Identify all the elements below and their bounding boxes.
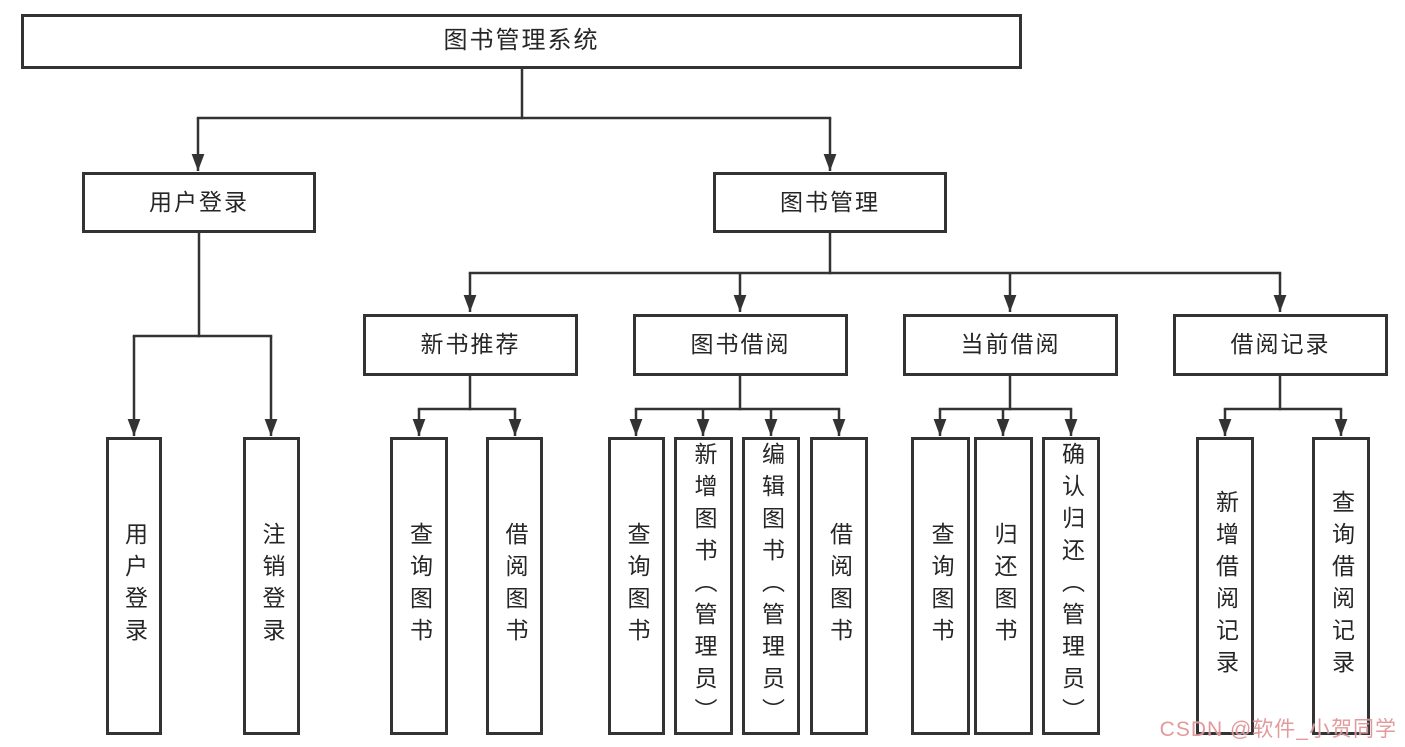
node-book-management: 图书管理 xyxy=(713,172,947,233)
node-borrow-record: 借阅记录 xyxy=(1173,314,1388,376)
leaf-query-borrow-record: 查询借阅记录 xyxy=(1312,437,1370,735)
leaf-logout: 注销登录 xyxy=(243,437,300,735)
node-library-management-system: 图书管理系统 xyxy=(21,14,1022,69)
leaf-query-books-recommend: 查询图书 xyxy=(390,437,448,735)
node-user-login: 用户登录 xyxy=(82,172,316,233)
leaf-edit-book-admin: 编辑图书（管理员） xyxy=(742,437,800,735)
node-current-borrow: 当前借阅 xyxy=(903,314,1118,376)
csdn-watermark: CSDN @软件_小贺同学 xyxy=(1159,718,1397,741)
leaf-add-book-admin: 新增图书（管理员） xyxy=(674,437,733,735)
node-new-book-recommend: 新书推荐 xyxy=(363,314,578,376)
node-book-borrow: 图书借阅 xyxy=(633,314,848,376)
leaf-return-books: 归还图书 xyxy=(974,437,1033,735)
leaf-query-books-current: 查询图书 xyxy=(911,437,970,735)
leaf-borrow-books: 借阅图书 xyxy=(810,437,868,735)
leaf-user-login: 用户登录 xyxy=(106,437,162,735)
leaf-confirm-return-admin: 确认归还（管理员） xyxy=(1042,437,1100,735)
leaf-add-borrow-record: 新增借阅记录 xyxy=(1196,437,1254,735)
leaf-query-books-borrow: 查询图书 xyxy=(608,437,665,735)
leaf-borrow-books-recommend: 借阅图书 xyxy=(486,437,543,735)
